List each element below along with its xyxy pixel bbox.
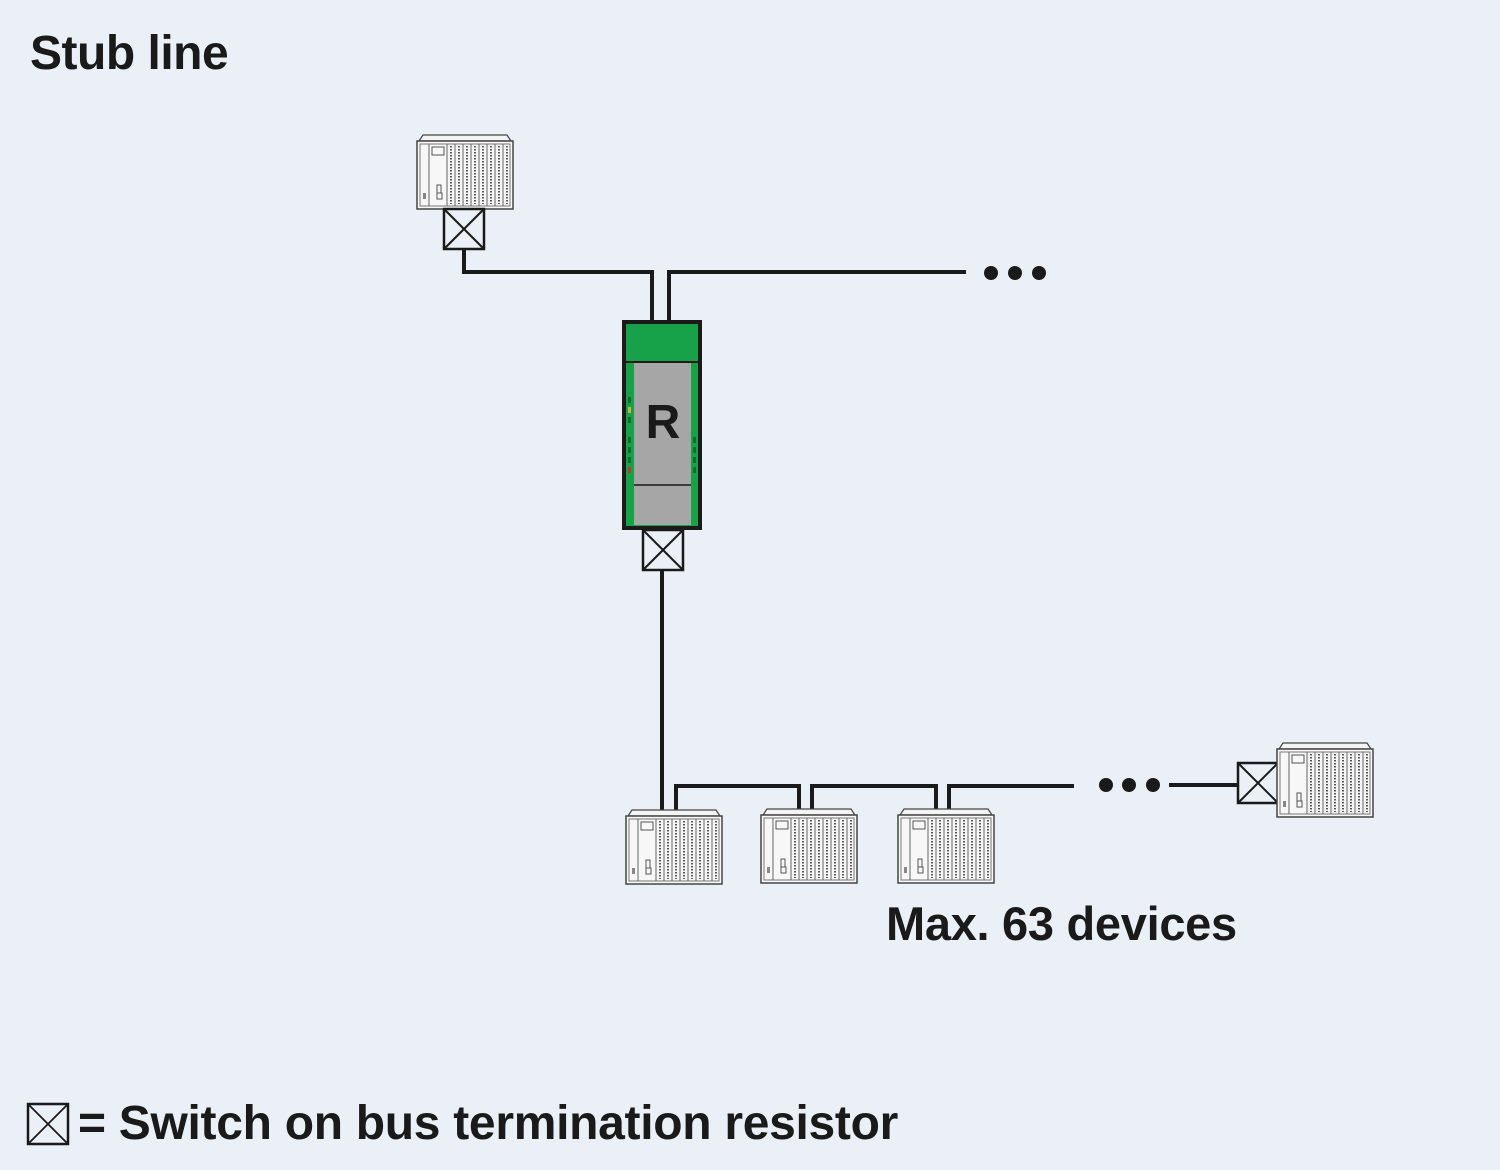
plc-device-upper <box>416 134 514 210</box>
termination-switch-icon <box>641 528 685 572</box>
plc-device-2 <box>760 808 858 884</box>
legend: = Switch on bus termination resistor <box>26 1096 898 1151</box>
termination-switch-icon <box>442 207 486 251</box>
repeater-module: R <box>622 320 702 530</box>
repeater-label: R <box>646 396 681 449</box>
upper-continuation-dots <box>984 266 1046 280</box>
lower-continuation-dots <box>1099 778 1160 792</box>
termination-switch-icon <box>26 1102 70 1145</box>
plc-device-last <box>1276 742 1374 818</box>
plc-device-3 <box>897 808 995 884</box>
plc-device-1 <box>625 809 723 885</box>
legend-text: = Switch on bus termination resistor <box>78 1097 899 1150</box>
diagram-title: Stub line <box>30 27 229 80</box>
max-devices-label: Max. 63 devices <box>886 897 1237 950</box>
lower-bus-cable <box>660 570 1238 812</box>
termination-switch-icon <box>1236 761 1280 805</box>
upper-bus-cable <box>462 249 966 322</box>
